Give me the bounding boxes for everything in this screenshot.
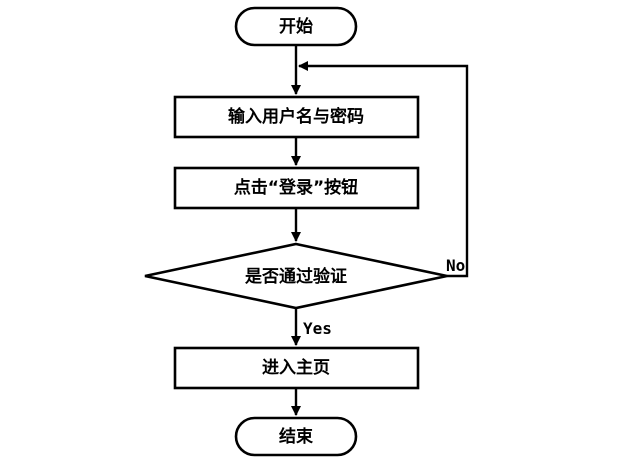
edge-no-loop-back — [298, 61, 469, 278]
input-credentials-node: 输入用户名与密码 — [173, 95, 420, 139]
start-node-label: 开始 — [279, 16, 313, 37]
verify-decision-label: 是否通过验证 — [245, 266, 347, 287]
enter-home-node: 进入主页 — [173, 346, 420, 390]
enter-home-label: 进入主页 — [262, 357, 330, 378]
end-node: 结束 — [234, 416, 358, 457]
verify-decision-node: 是否通过验证 — [144, 242, 448, 310]
enter-home-box — [173, 346, 420, 390]
no-branch-label: No — [446, 256, 465, 275]
start-node: 开始 — [234, 6, 358, 47]
yes-branch-label: Yes — [303, 319, 332, 338]
end-terminal-shape — [234, 416, 358, 457]
click-login-label: 点击“登录”按钮 — [234, 177, 358, 198]
input-credentials-box — [173, 95, 420, 139]
input-credentials-label: 输入用户名与密码 — [228, 106, 364, 127]
end-node-label: 结束 — [279, 426, 313, 447]
click-login-node: 点击“登录”按钮 — [173, 166, 420, 210]
